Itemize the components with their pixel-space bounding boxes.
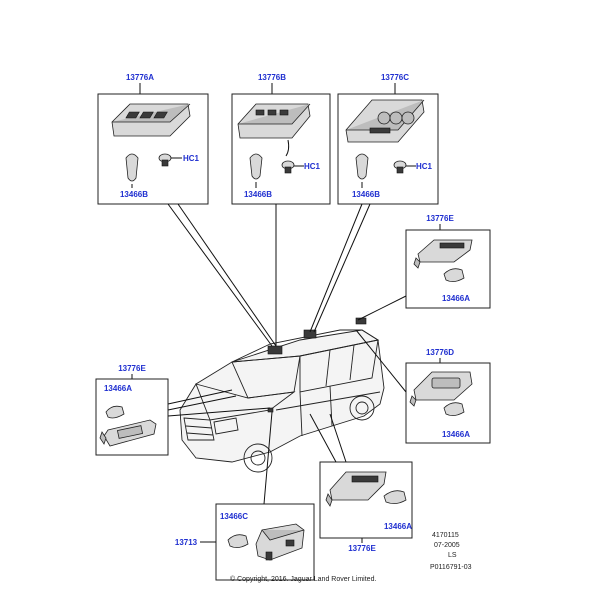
label-13466a-d: 13466A	[442, 430, 470, 439]
label-13776e-bottom: 13776E	[348, 544, 376, 553]
box-13776e-left	[95, 378, 169, 456]
label-13466b-a: 13466B	[120, 190, 148, 199]
label-13466a-right: 13466A	[442, 294, 470, 303]
label-hc1-b: HC1	[304, 162, 321, 171]
label-13466a-left: 13466A	[104, 384, 132, 393]
copyright: © Copyright, 2016. Jaguar Land Rover Lim…	[230, 575, 376, 583]
label-13776e-right: 13776E	[426, 214, 454, 223]
box-13776c	[337, 93, 439, 205]
label-13713: 13713	[175, 538, 198, 547]
doc-code: 4170115	[432, 532, 459, 539]
label-13776a: 13776A	[126, 73, 154, 82]
label-13466a-bottom: 13466A	[384, 522, 412, 531]
label-13776c: 13776C	[381, 73, 409, 82]
label-13776b: 13776B	[258, 73, 286, 82]
doc-ls: LS	[448, 552, 457, 559]
label-13776e-left: 13776E	[118, 364, 146, 373]
box-13776d	[405, 362, 491, 444]
box-13776e-right	[405, 229, 491, 309]
label-13466c: 13466C	[220, 512, 248, 521]
leader-lines	[167, 203, 407, 505]
box-13776e-bottom	[319, 461, 413, 539]
doc-date: 07-2005	[434, 542, 460, 549]
box-13776b	[231, 93, 331, 205]
label-13466b-c: 13466B	[352, 190, 380, 199]
box-13776a	[97, 93, 209, 205]
label-13466b-b: 13466B	[244, 190, 272, 199]
label-13776d: 13776D	[426, 348, 454, 357]
label-hc1-c: HC1	[416, 162, 433, 171]
doc-ref: P0116791-03	[430, 564, 472, 571]
label-hc1-a: HC1	[183, 154, 200, 163]
